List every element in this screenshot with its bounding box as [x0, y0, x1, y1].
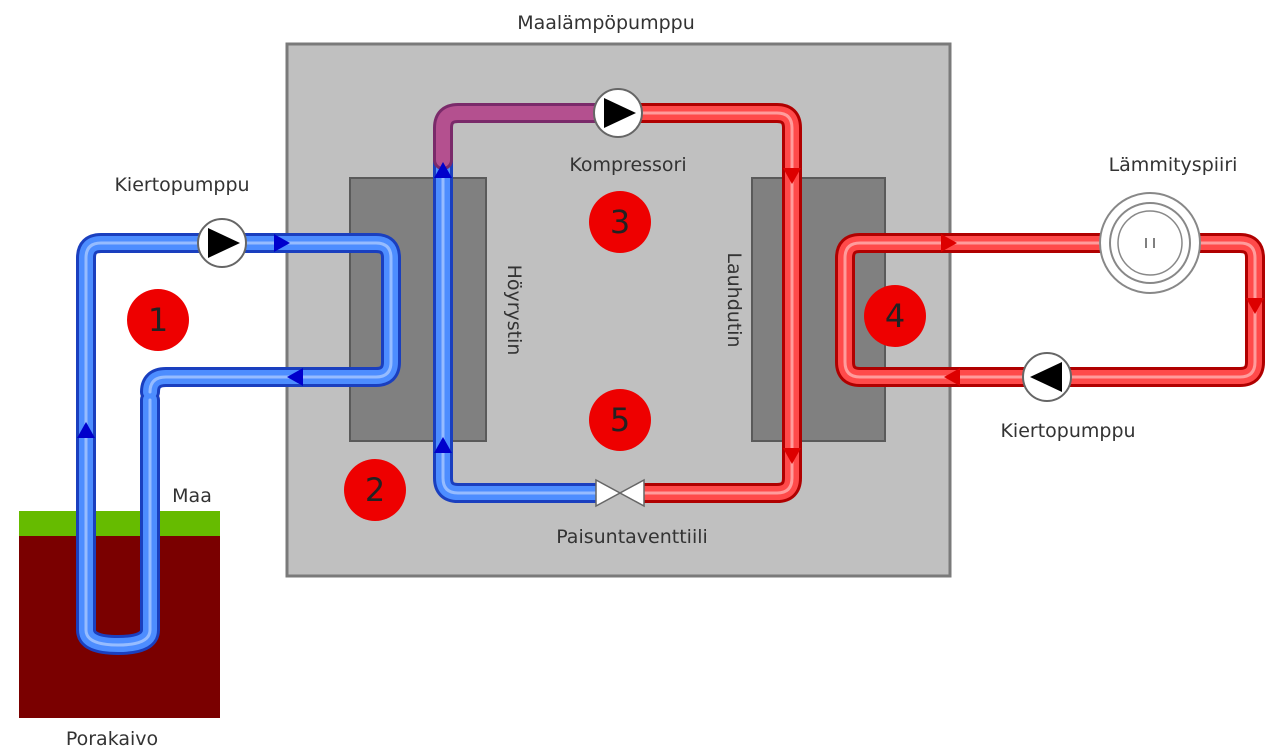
pump-icon [1022, 352, 1072, 402]
marker-1-label: 1 [148, 301, 168, 339]
condenser-label: Lauhdutin [723, 252, 745, 347]
refrigerant-hot-pipe [630, 103, 802, 503]
refrigerant-cold-pipe [433, 150, 610, 503]
marker-5-label: 5 [610, 401, 630, 439]
flow-arrow-icon [783, 168, 1264, 464]
flow-arrow-icon [77, 162, 452, 453]
main-unit-label: Maalämpöpumppu [517, 12, 695, 34]
compressor-icon [593, 88, 643, 138]
ground-label: Maa [172, 485, 212, 507]
borehole-label: Porakaivo [66, 728, 158, 750]
compressor-label: Kompressori [569, 154, 686, 176]
condenser-block [751, 177, 886, 442]
evaporator-label: Höyrystin [503, 265, 525, 356]
marker-4-label: 4 [885, 297, 905, 335]
expansion-valve-label: Paisuntaventtiili [556, 526, 708, 548]
marker-1: 1 [127, 289, 189, 351]
circ-pump-right-label: Kiertopumppu [1000, 420, 1135, 442]
marker-2-label: 2 [365, 471, 385, 509]
marker-3: 3 [589, 191, 651, 253]
marker-3-label: 3 [610, 203, 630, 241]
evaporator-block [349, 177, 487, 442]
heating-coil-label: Lämmityspiiri [1109, 154, 1238, 176]
pump-icon [197, 218, 247, 268]
marker-4: 4 [864, 285, 926, 347]
marker-2: 2 [344, 459, 406, 521]
marker-5: 5 [589, 389, 651, 451]
expansion-valve-icon [595, 478, 645, 508]
radiator-icon [1099, 192, 1201, 294]
circ-pump-left-label: Kiertopumppu [114, 174, 249, 196]
refrigerant-suction-pipe [433, 103, 610, 170]
grass-layer [19, 511, 220, 536]
soil-block [19, 511, 220, 718]
